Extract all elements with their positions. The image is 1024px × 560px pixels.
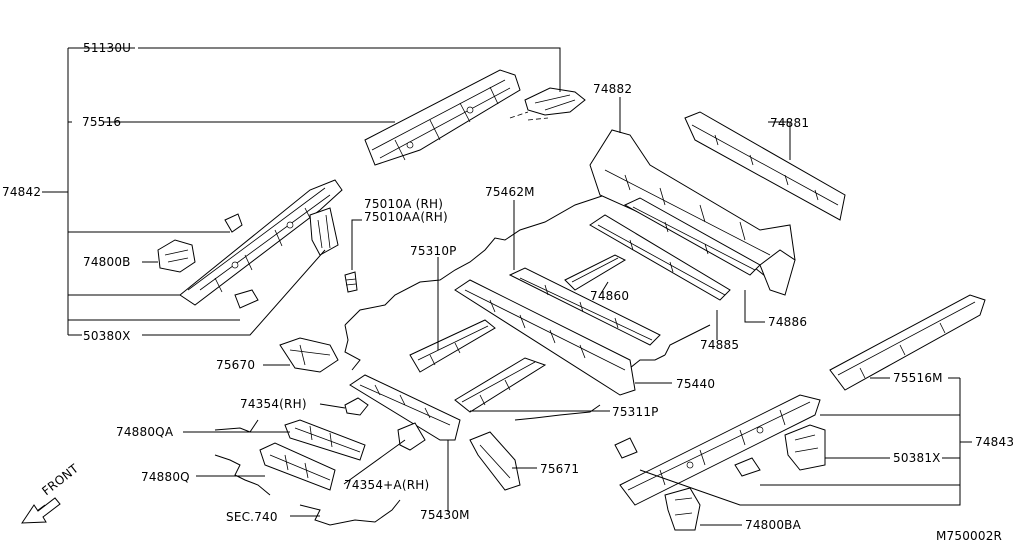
label-74800B: 74800B (83, 255, 131, 269)
extension-50380X (309, 207, 339, 256)
label-74860: 74860 (590, 289, 630, 303)
clip-75010A (344, 271, 358, 293)
bracket-51130U (509, 87, 586, 121)
bracket-74800B (157, 239, 196, 273)
cross-member-75462M (508, 267, 661, 346)
cross-member-75430M (349, 374, 461, 441)
label-SEC740: SEC.740 (226, 510, 278, 524)
bracket-74354A (397, 422, 426, 451)
label-75010AA: 75010AA(RH) (364, 210, 448, 224)
label-75516M: 75516M (893, 371, 943, 385)
label-74886: 74886 (768, 315, 808, 329)
label-75516: 75516 (82, 115, 122, 129)
label-50380X: 50380X (83, 329, 131, 343)
label-75310P: 75310P (410, 244, 457, 258)
label-50381X: 50381X (893, 451, 941, 465)
bracket-74800BA (664, 487, 701, 531)
member-74885 (589, 214, 731, 301)
reinforcement-74880QA (284, 419, 366, 461)
bracket-74354RH (344, 397, 369, 416)
side-member-75516M (829, 294, 986, 391)
member-75310P (409, 319, 496, 373)
cross-member-75440 (454, 279, 636, 396)
extension-50381X (784, 424, 826, 471)
label-74843: 74843 (975, 435, 1015, 449)
side-member-75516 (364, 69, 521, 166)
label-75430M: 75430M (420, 508, 470, 522)
rear-panel-74881 (684, 111, 846, 221)
label-74354RH: 74354(RH) (240, 397, 307, 411)
bracket-small-right (614, 437, 761, 477)
label-74842: 74842 (2, 185, 42, 199)
floor-panel-outline (214, 194, 711, 526)
label-74881: 74881 (770, 116, 810, 130)
label-74882: 74882 (593, 82, 633, 96)
label-75311P: 75311P (612, 405, 659, 419)
label-51130U: 51130U (83, 41, 132, 55)
label-74880Q: 74880Q (141, 470, 190, 484)
member-75311P (454, 357, 547, 413)
label-75671: 75671 (540, 462, 580, 476)
member-75671 (469, 431, 521, 491)
label-75462M: 75462M (485, 185, 535, 199)
label-74800BA: 74800BA (745, 518, 802, 532)
figure-code: M750002R (936, 529, 1003, 543)
label-74880QA: 74880QA (116, 425, 174, 439)
label-75670: 75670 (216, 358, 256, 372)
side-sill-74842 (179, 179, 343, 306)
label-75010A: 75010A (RH) (364, 197, 444, 211)
front-arrow-icon (21, 497, 61, 524)
bracket-small-left (224, 213, 259, 309)
label-75440: 75440 (676, 377, 716, 391)
member-75670 (279, 337, 339, 373)
bracket-rear-right (759, 249, 796, 296)
label-74354A: 74354+A(RH) (344, 478, 430, 492)
reinforcement-74880Q (259, 442, 336, 491)
leader-lines (42, 47, 972, 526)
reinforcement-74860 (564, 254, 627, 291)
label-74885: 74885 (700, 338, 740, 352)
